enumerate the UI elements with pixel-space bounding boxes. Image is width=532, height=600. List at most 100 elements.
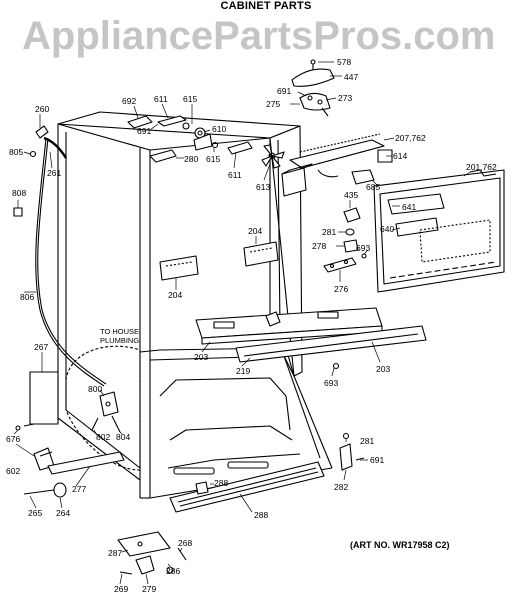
callout-610: 610 [212, 124, 226, 134]
callout-693: 693 [356, 243, 370, 253]
part-282 [339, 443, 353, 471]
callout-611: 611 [154, 94, 168, 104]
callout-287: 287 [108, 548, 122, 558]
callout-269: 269 [114, 584, 128, 594]
part-693-upper [361, 253, 367, 259]
callout-288: 288 [214, 478, 228, 488]
part-260 [35, 125, 49, 139]
watermark-logo: AppliancePartsPros.com [22, 14, 496, 58]
callout-611: 611 [228, 170, 242, 180]
part-281-upper [345, 228, 355, 236]
callout-602: 602 [6, 466, 20, 476]
part-281-lower [342, 432, 350, 440]
art-number: (ART NO. WR17958 C2) [350, 540, 450, 550]
part-693-lower [332, 362, 340, 370]
callout-278: 278 [312, 241, 326, 251]
callout-203: 203 [194, 352, 208, 362]
callout-286: 286 [166, 566, 180, 576]
part-808 [13, 207, 23, 217]
callout-693: 693 [324, 378, 338, 388]
part-268 [177, 547, 187, 561]
callout-labels: 578 447 691 273 275 692 611 615 691 610 … [6, 57, 497, 594]
callout-273: 273 [338, 93, 352, 103]
callout-641: 641 [402, 202, 416, 212]
part-611-lower [227, 141, 253, 155]
part-805 [29, 150, 37, 158]
callout-267: 267 [34, 342, 48, 352]
part-204-left [159, 255, 199, 281]
part-269 [119, 571, 133, 575]
part-276 [323, 257, 357, 273]
part-806-tube [35, 137, 105, 387]
part-265 [23, 489, 55, 495]
callout-578: 578 [337, 57, 351, 67]
part-578 [310, 59, 316, 65]
callout-676: 676 [6, 434, 20, 444]
to-house-label-line1: TO HOUSE [100, 327, 139, 336]
part-640 [395, 217, 439, 237]
callout-805: 805 [9, 147, 23, 157]
part-692 [127, 115, 153, 129]
callout-264: 264 [56, 508, 70, 518]
callout-691: 691 [137, 126, 151, 136]
callout-204: 204 [248, 226, 262, 236]
callout-282: 282 [334, 482, 348, 492]
callout-685: 685 [366, 182, 380, 192]
callout-640: 640 [380, 224, 394, 234]
part-447 [291, 68, 335, 87]
callout-201-762: 201,762 [466, 162, 497, 172]
callout-260: 260 [35, 104, 49, 114]
callout-691: 691 [370, 455, 384, 465]
callout-279: 279 [142, 584, 156, 594]
part-613-fan [261, 144, 285, 169]
callout-692: 692 [122, 96, 136, 106]
callout-613: 613 [256, 182, 270, 192]
callout-219: 219 [236, 366, 250, 376]
callout-275: 275 [266, 99, 280, 109]
part-204-right [243, 241, 279, 267]
callout-802: 802 [96, 432, 110, 442]
callout-207-762: 207,762 [395, 133, 426, 143]
part-201-panel [373, 169, 505, 293]
callout-261: 261 [47, 168, 61, 178]
callout-614: 614 [393, 151, 407, 161]
callout-800: 800 [88, 384, 102, 394]
part-264 [53, 482, 67, 498]
part-278 [343, 239, 359, 253]
callout-280: 280 [184, 154, 198, 164]
callout-806: 806 [20, 292, 34, 302]
to-house-label-line2: PLUMBING [100, 336, 139, 345]
part-435 [343, 207, 361, 223]
plumbing-annotation: TO HOUSE PLUMBING [100, 327, 139, 345]
part-203-shelf [195, 307, 427, 363]
callout-691: 691 [277, 86, 291, 96]
callout-808: 808 [12, 188, 26, 198]
part-267 [29, 371, 59, 425]
plumbing-cutaway [65, 345, 141, 471]
callout-435: 435 [344, 190, 358, 200]
callout-447: 447 [344, 72, 358, 82]
part-676 [15, 425, 21, 431]
part-287 [117, 531, 171, 557]
part-800-valve [91, 391, 121, 433]
page-title: CABINET PARTS [220, 0, 312, 12]
part-280 [149, 149, 177, 163]
part-207-evaporator [281, 133, 385, 197]
callout-203: 203 [376, 364, 390, 374]
part-685 [351, 169, 375, 185]
part-273 [299, 92, 331, 111]
callout-281: 281 [322, 227, 336, 237]
callout-204: 204 [168, 290, 182, 300]
callout-276: 276 [334, 284, 348, 294]
callout-265: 265 [28, 508, 42, 518]
callout-268: 268 [178, 538, 192, 548]
part-286 [166, 566, 174, 574]
leader-lines [13, 61, 471, 585]
part-277 [47, 451, 125, 475]
callout-281: 281 [360, 436, 374, 446]
callout-277: 277 [72, 484, 86, 494]
callout-804: 804 [116, 432, 130, 442]
part-279 [135, 555, 155, 575]
